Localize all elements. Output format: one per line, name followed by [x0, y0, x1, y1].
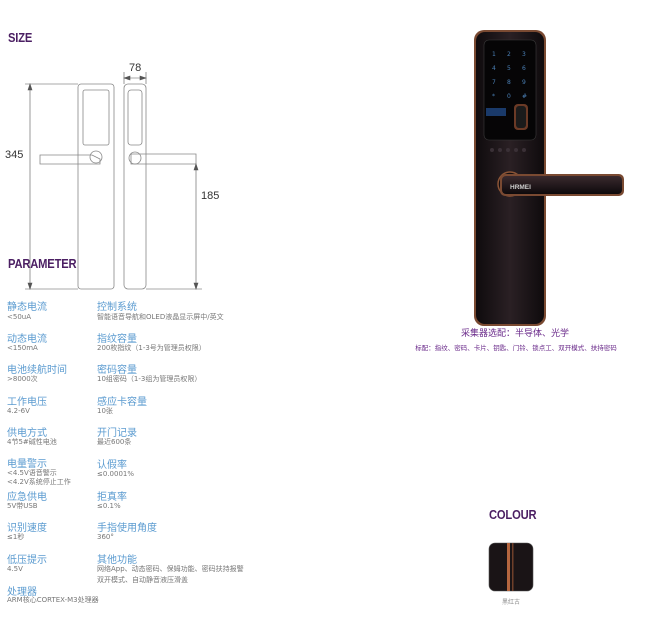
param-left-8-label: 低压提示	[7, 555, 47, 566]
param-left-6-value: 5V带USB	[7, 502, 38, 510]
key-7: 7	[492, 79, 496, 86]
param-right-8-label: 其他功能	[97, 555, 137, 566]
param-right-8-value-1: 双开模式、自动静音液压滑盖	[97, 576, 188, 584]
param-left-3-value: 4.2-6V	[7, 407, 30, 415]
param-right-2-label: 密码容量	[97, 365, 137, 376]
key-4: 4	[492, 65, 496, 72]
param-right-7-label: 手指使用角度	[97, 523, 157, 534]
key-1: 1	[492, 51, 496, 58]
param-left-8-value: 4.5V	[7, 565, 23, 573]
handle-height-dimension: 185	[201, 190, 220, 202]
colour-name: 黑红古	[501, 599, 520, 606]
key-0: 0	[507, 93, 511, 100]
param-right-5-value: ≤0.0001%	[97, 470, 135, 478]
param-left-0-value: <50uA	[7, 313, 31, 321]
param-right-8-value-0: 网络App、动态密码、保姆功能、密码扶持报警	[97, 565, 244, 573]
colour-swatch	[488, 542, 534, 592]
param-right-7-value: 360°	[97, 533, 114, 541]
collector-title: 采集器选配：半导体、光学	[460, 329, 569, 339]
param-right-4-label: 开门记录	[97, 428, 137, 439]
param-right-1-value: 200枚指纹（1-3号为管理员权限）	[97, 344, 206, 352]
width-dimension: 78	[129, 62, 142, 74]
param-left-7-label: 识别速度	[7, 523, 47, 534]
param-right-2-value: 10组密码（1-3组为管理员权限）	[97, 375, 202, 383]
param-left-0-label: 静态电流	[7, 302, 47, 313]
param-left-5-label: 电量警示	[7, 459, 47, 470]
param-left-6-label: 应急供电	[7, 492, 47, 503]
param-left-9-value: ARM核心CORTEX-M3处理器	[7, 596, 99, 604]
collector-standard-config: 标配：指纹、密码、卡片、钥匙、门铃、锁点工、双开模式、扶持密码	[415, 344, 617, 352]
param-right-3-value: 10张	[97, 407, 113, 415]
param-left-5-value-0: <4.5V语音警示	[7, 469, 57, 477]
param-left-4-label: 供电方式	[7, 428, 47, 439]
door-lock-product-image: 1 2 3 4 5 6 7 8 9 * 0 # HRMEI	[474, 30, 624, 326]
param-right-6-value: ≤0.1%	[97, 502, 121, 510]
key-3: 3	[522, 51, 526, 58]
key-8: 8	[507, 79, 511, 86]
lock-dimension-drawing	[25, 72, 202, 290]
param-left-2-value: >8000次	[7, 375, 38, 383]
param-right-1-label: 指纹容量	[97, 334, 137, 345]
param-right-4-value: 最近600条	[97, 438, 132, 446]
param-left-7-value: ≤1秒	[7, 533, 25, 541]
param-left-9-label: 处理器	[7, 587, 37, 598]
param-left-4-value: 4节5#碱性电池	[7, 438, 57, 446]
param-left-3-label: 工作电压	[7, 397, 47, 408]
param-right-0-value: 智能语音导航和OLED液晶显示屏中/英文	[97, 313, 224, 321]
parameter-heading: PARAMETER	[8, 256, 77, 271]
key-5: 5	[507, 65, 511, 72]
param-right-0-label: 控制系统	[97, 302, 137, 313]
key-6: 6	[522, 65, 526, 72]
param-left-1-label: 动态电流	[7, 334, 47, 345]
key-star: *	[492, 93, 495, 100]
key-9: 9	[522, 79, 526, 86]
param-left-2-label: 电池续航时间	[7, 365, 67, 376]
param-left-5-value-1: <4.2V系统停止工作	[7, 478, 71, 486]
param-right-3-label: 感应卡容量	[97, 397, 147, 408]
brand-logo: HRMEI	[510, 184, 531, 191]
height-dimension: 345	[5, 149, 24, 161]
key-hash: #	[522, 93, 527, 100]
param-right-6-label: 拒真率	[97, 492, 127, 503]
param-left-1-value: <150mA	[7, 344, 38, 352]
key-2: 2	[507, 51, 511, 58]
size-heading: SIZE	[8, 30, 33, 45]
colour-heading: COLOUR	[489, 507, 537, 522]
param-right-5-label: 认假率	[97, 460, 127, 471]
